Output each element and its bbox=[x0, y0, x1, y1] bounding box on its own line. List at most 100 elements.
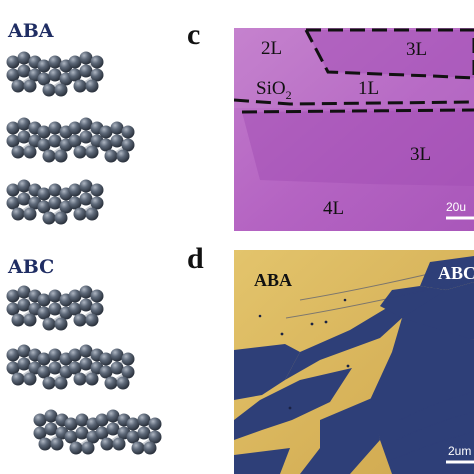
atom bbox=[121, 138, 135, 152]
atom bbox=[85, 372, 99, 386]
atom bbox=[121, 125, 135, 139]
atom bbox=[90, 183, 104, 197]
atom bbox=[6, 183, 20, 197]
atom bbox=[37, 352, 51, 366]
atom bbox=[42, 149, 56, 163]
atom bbox=[23, 145, 37, 159]
atom bbox=[42, 376, 56, 390]
atom bbox=[75, 413, 89, 427]
atom bbox=[137, 426, 151, 440]
atom bbox=[68, 348, 82, 362]
atom bbox=[17, 344, 31, 358]
label-3L-top: 3L bbox=[406, 39, 428, 60]
atom bbox=[11, 79, 25, 93]
atom bbox=[48, 134, 62, 148]
atom bbox=[17, 192, 31, 206]
atom bbox=[79, 179, 93, 193]
atom bbox=[54, 211, 68, 225]
atom bbox=[126, 430, 140, 444]
atom bbox=[42, 317, 56, 331]
atom bbox=[73, 145, 87, 159]
atom bbox=[68, 302, 82, 316]
atom bbox=[81, 441, 95, 455]
atom bbox=[64, 430, 78, 444]
atom bbox=[48, 348, 62, 362]
atom bbox=[73, 207, 87, 221]
atom bbox=[126, 417, 140, 431]
atom bbox=[37, 138, 51, 152]
atom bbox=[143, 441, 157, 455]
atom bbox=[6, 289, 20, 303]
atom bbox=[68, 196, 82, 210]
atom bbox=[11, 313, 25, 327]
atom bbox=[68, 68, 82, 82]
atom bbox=[99, 365, 113, 379]
atom bbox=[121, 352, 135, 366]
atom bbox=[116, 149, 130, 163]
atom bbox=[23, 313, 37, 327]
atom bbox=[54, 317, 68, 331]
atom bbox=[106, 409, 120, 423]
optical-image bbox=[234, 28, 474, 231]
label-3L-mid: 3L bbox=[410, 144, 432, 165]
atom bbox=[85, 207, 99, 221]
atom bbox=[112, 437, 126, 451]
atom bbox=[6, 134, 20, 148]
atom bbox=[23, 79, 37, 93]
atom bbox=[6, 196, 20, 210]
atom bbox=[110, 348, 124, 362]
atom bbox=[17, 130, 31, 144]
atom bbox=[6, 361, 20, 375]
atom bbox=[48, 302, 62, 316]
abc-stack-label: ABC bbox=[8, 256, 55, 278]
atom bbox=[38, 437, 52, 451]
atom bbox=[90, 68, 104, 82]
atom bbox=[79, 130, 93, 144]
scale-bar-c-text: 20u bbox=[446, 200, 467, 214]
atom bbox=[17, 51, 31, 65]
atom bbox=[33, 426, 47, 440]
atom bbox=[6, 68, 20, 82]
atom bbox=[68, 183, 82, 197]
atom bbox=[148, 417, 162, 431]
atom bbox=[37, 293, 51, 307]
atom bbox=[37, 59, 51, 73]
atom bbox=[48, 361, 62, 375]
atom bbox=[17, 64, 31, 78]
atom bbox=[48, 121, 62, 135]
label-abc-region: ABC bbox=[438, 263, 474, 283]
atom bbox=[69, 441, 83, 455]
atom bbox=[75, 426, 89, 440]
atom bbox=[90, 289, 104, 303]
atom bbox=[6, 302, 20, 316]
atom bbox=[85, 313, 99, 327]
atom bbox=[79, 357, 93, 371]
atom bbox=[73, 313, 87, 327]
atom bbox=[131, 441, 145, 455]
atom bbox=[121, 365, 135, 379]
atom bbox=[44, 409, 58, 423]
atom bbox=[79, 51, 93, 65]
atom bbox=[23, 372, 37, 386]
atom bbox=[37, 187, 51, 201]
panel-letter-c: c bbox=[187, 18, 201, 51]
atom bbox=[37, 306, 51, 320]
atom bbox=[110, 134, 124, 148]
atom bbox=[110, 121, 124, 135]
atom bbox=[6, 55, 20, 69]
atom bbox=[17, 117, 31, 131]
atom bbox=[68, 289, 82, 303]
atom bbox=[37, 72, 51, 86]
atom bbox=[17, 298, 31, 312]
atom bbox=[48, 289, 62, 303]
atom bbox=[148, 430, 162, 444]
label-4L: 4L bbox=[323, 198, 345, 219]
atom bbox=[64, 417, 78, 431]
atom bbox=[73, 79, 87, 93]
atom bbox=[90, 196, 104, 210]
scale-bar-d-text: 2um bbox=[448, 444, 472, 458]
aba-stack-label: ABA bbox=[8, 20, 54, 42]
atom bbox=[54, 83, 68, 97]
atom bbox=[73, 372, 87, 386]
